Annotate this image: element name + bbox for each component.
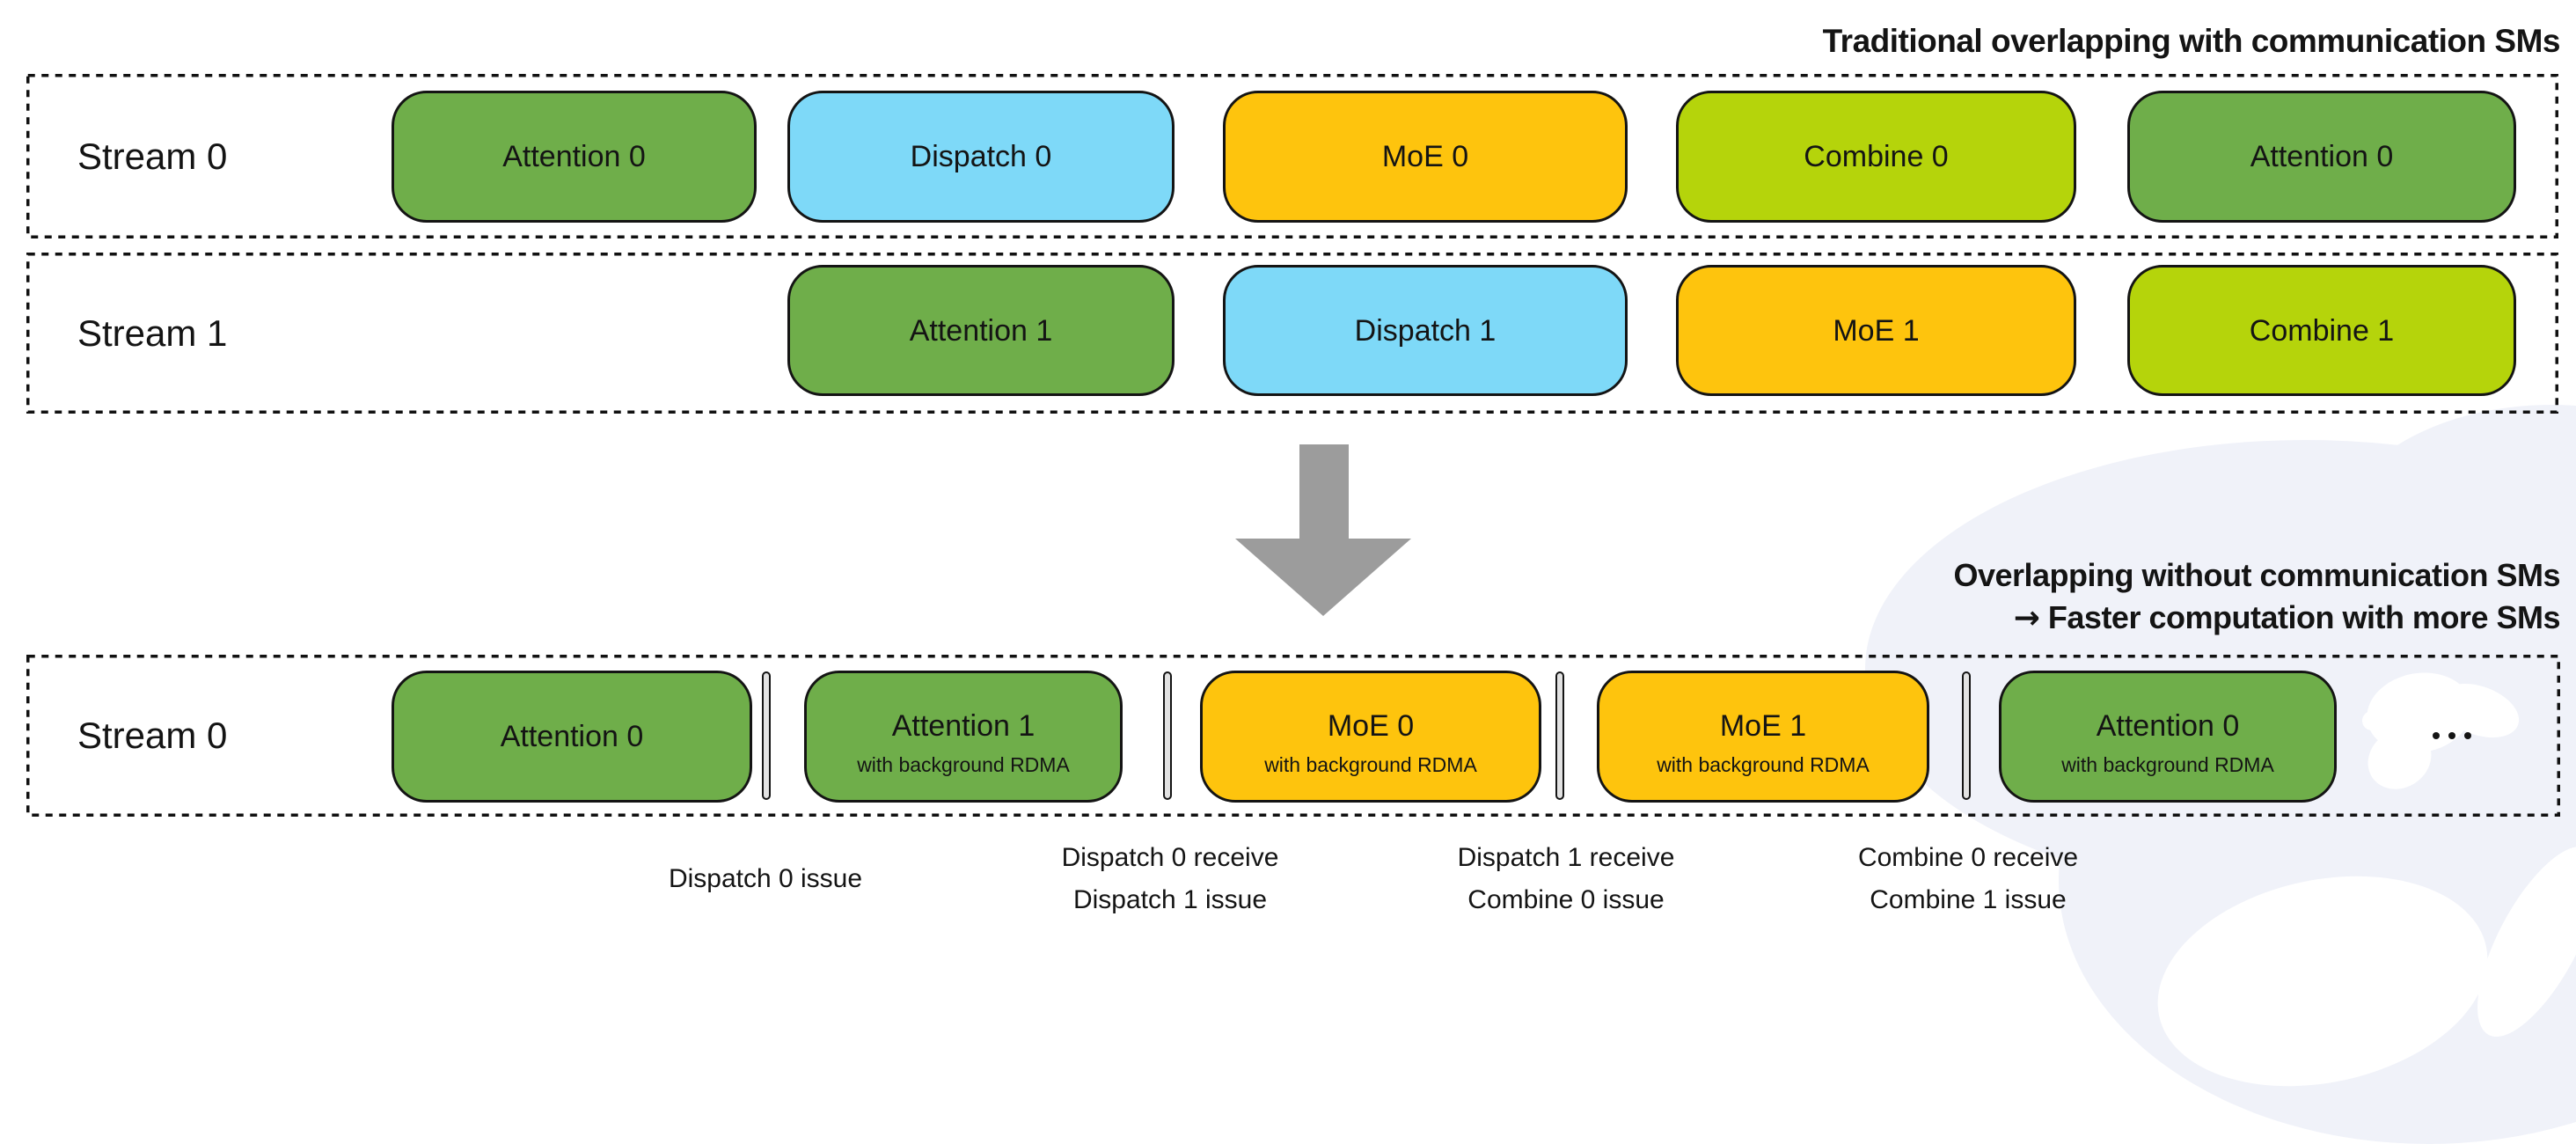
stream-label-0: Stream 0 [77,135,228,177]
stream-separator [762,671,771,800]
task-block-moe-0: MoE 0 with background RDMA [1200,671,1541,803]
task-block-label: Attention 1 [909,313,1053,348]
right-arrow-glyph: → [2013,600,2040,636]
task-block-label: Attention 0 [2096,709,2240,743]
task-block-combine-0: Combine 0 [1676,91,2076,223]
timing-annotation-line: Dispatch 0 receive [1061,843,1279,872]
ellipsis [2433,732,2471,739]
timing-annotation-line: Dispatch 0 issue [668,864,863,893]
watermark-cutout [2362,711,2382,730]
task-block-label: MoE 1 [1719,709,1807,743]
task-block-label: Attention 1 [891,709,1036,743]
timing-annotation-line: Combine 0 receive [1857,843,2079,872]
timing-annotation-0: Dispatch 0 issue [669,858,862,900]
task-block-label: Combine 0 [1804,140,1949,173]
stream-box-2 [26,655,2560,817]
task-block-label: MoE 1 [1833,313,1920,348]
mid-caption: Overlapping without communication SMs → … [1953,554,2560,640]
task-block-combine-1: Combine 1 [2127,265,2516,396]
stream-separator [1962,671,1971,800]
down-arrow-head [1235,539,1411,616]
task-block-attention-0: Attention 0 with background RDMA [1999,671,2337,803]
task-block-label: MoE 0 [1381,140,1469,173]
task-block-sublabel: with background RDMA [1264,753,1477,776]
top-caption: Traditional overlapping with communicati… [1822,23,2561,59]
task-block-moe-0: MoE 0 [1223,91,1628,223]
task-block-label: Attention 0 [2250,140,2394,173]
task-block-attention-0: Attention 0 [2127,91,2516,223]
task-block-label: MoE 0 [1327,709,1415,743]
stream-box-1 [26,253,2558,414]
timing-annotation-line: Dispatch 1 issue [1072,885,1268,914]
stream-label-2: Stream 0 [77,715,228,756]
task-block-attention-0: Attention 0 [392,671,752,803]
task-block-dispatch-0: Dispatch 0 [787,91,1175,223]
stream-label-1: Stream 1 [77,312,228,354]
timing-annotation-line: Dispatch 1 receive [1457,843,1675,872]
task-block-sublabel: with background RDMA [2061,753,2274,776]
task-block-dispatch-1: Dispatch 1 [1223,265,1628,396]
stream-box-0 [26,74,2558,238]
task-block-label: Attention 0 [500,720,644,753]
task-block-attention-1: Attention 1 with background RDMA [804,671,1123,803]
task-block-attention-0: Attention 0 [392,91,757,223]
down-arrow-stem [1299,444,1349,539]
task-block-moe-1: MoE 1 [1676,265,2076,396]
task-block-attention-1: Attention 1 [787,265,1175,396]
task-block-label: Dispatch 0 [910,140,1052,173]
task-block-moe-1: MoE 1 with background RDMA [1597,671,1929,803]
stream-separator [1555,671,1564,800]
timing-annotation-line: Combine 1 issue [1870,885,2067,914]
task-block-sublabel: with background RDMA [857,753,1070,776]
timing-annotation-line: Combine 0 issue [1467,885,1665,914]
stream-separator [1163,671,1172,800]
mid-caption-line1: Overlapping without communication SMs [1953,557,2560,593]
diagram-canvas: Traditional overlapping with communicati… [26,23,2576,1144]
task-block-label: Combine 1 [2249,313,2395,348]
task-block-label: Dispatch 1 [1354,313,1497,348]
task-block-label: Attention 0 [502,140,646,173]
mid-caption-line2: → Faster computation with more SMs [2013,599,2561,636]
task-block-sublabel: with background RDMA [1657,753,1870,776]
